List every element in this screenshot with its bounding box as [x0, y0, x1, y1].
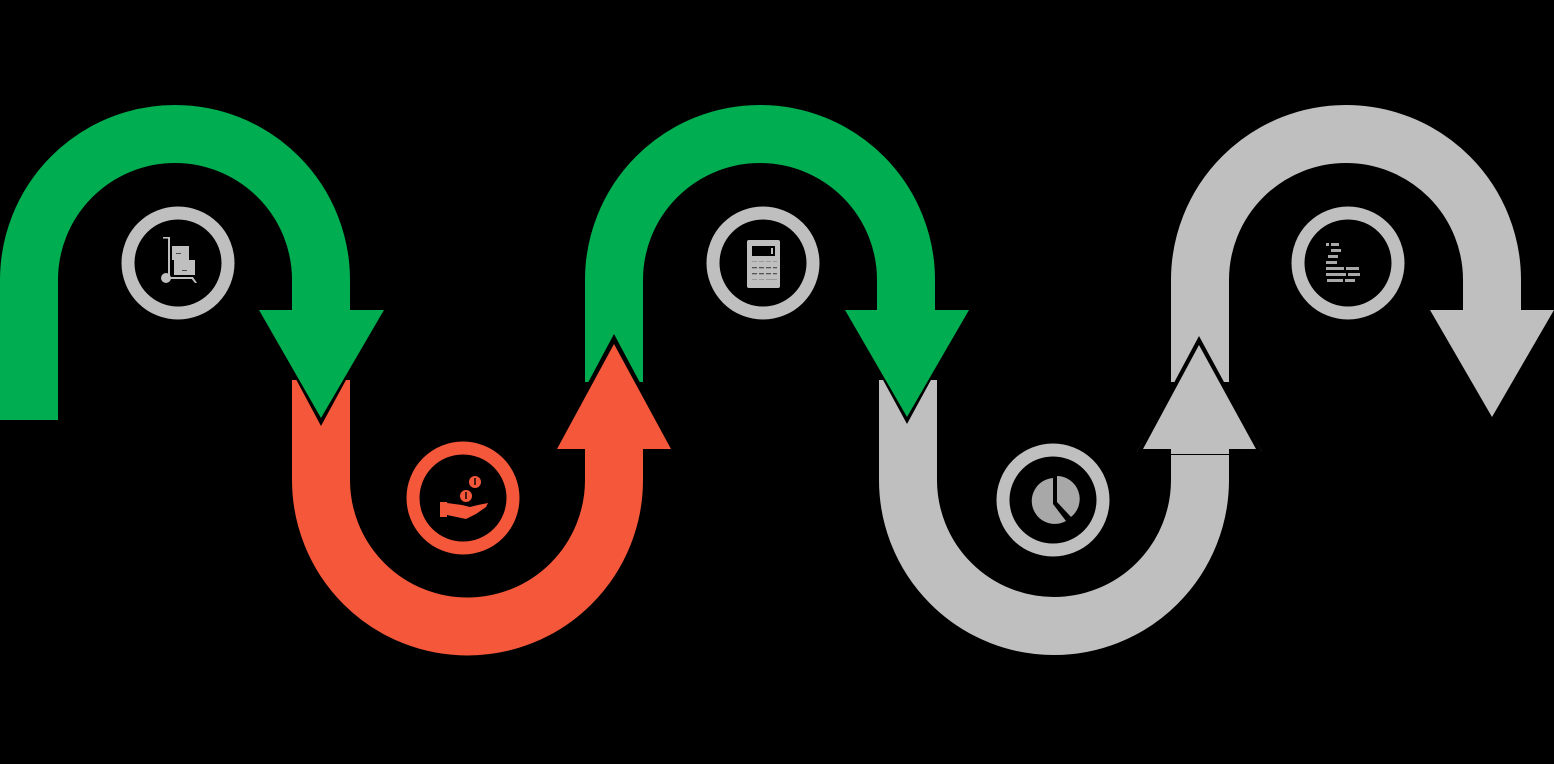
hand-truck-boxes-icon — [161, 237, 197, 283]
hand-coins-icon — [440, 476, 488, 519]
step-3-icon-badge — [706, 206, 820, 320]
step-3-arrow — [585, 105, 935, 382]
step-5-arrow — [1171, 105, 1554, 417]
step-4-icon-badge — [996, 443, 1110, 557]
step-1-arrow — [0, 105, 384, 426]
step-4-arrowhead — [1137, 336, 1262, 454]
pie-chart-icon — [1031, 476, 1080, 524]
step-2-icon-badge — [406, 441, 520, 555]
step-2-arrow — [292, 380, 643, 656]
text-blocks-icon — [1326, 243, 1360, 282]
step-3-arrowhead — [845, 310, 969, 424]
step-5-icon-badge — [1291, 206, 1405, 320]
step-1-icon-badge — [121, 206, 235, 320]
step-2-arrowhead — [551, 334, 677, 454]
calculator-icon — [747, 240, 780, 288]
